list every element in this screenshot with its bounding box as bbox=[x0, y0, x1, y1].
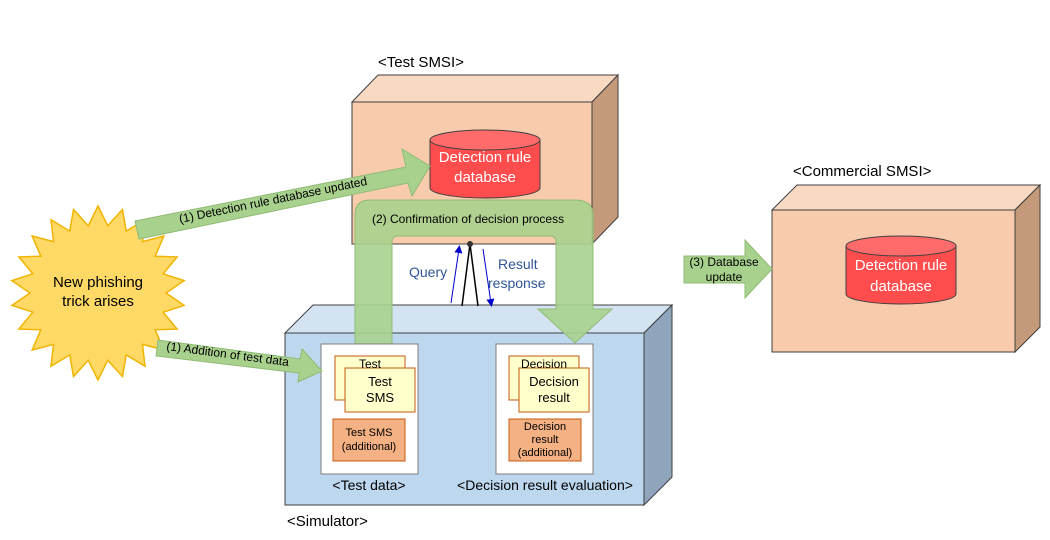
starburst-line2: trick arises bbox=[62, 293, 134, 310]
test-smsi-database-icon bbox=[429, 129, 541, 199]
result-label-line1: Result bbox=[498, 256, 538, 272]
commercial-smsi-db-line2: database bbox=[870, 278, 932, 295]
db-update-label-line2: update bbox=[706, 270, 743, 284]
test-data-label: <Test data> bbox=[332, 477, 405, 493]
db-updated-arrow bbox=[134, 147, 431, 240]
simulator-label: <Simulator> bbox=[287, 513, 368, 530]
db-update-label-line1: (3) Database bbox=[689, 255, 759, 269]
starburst-line1: New phishing bbox=[53, 274, 143, 291]
decision-additional-line1: Decision bbox=[524, 421, 566, 433]
test-card-back-label: Test bbox=[359, 357, 382, 371]
query-connector bbox=[450, 241, 495, 307]
addition-test-data-arrow bbox=[155, 339, 323, 383]
decision-eval-label: <Decision result evaluation> bbox=[457, 477, 633, 493]
commercial-smsi-box bbox=[770, 183, 1042, 354]
test-data-panel bbox=[320, 343, 419, 475]
starburst-icon bbox=[10, 204, 186, 382]
test-smsi-label: <Test SMSI> bbox=[378, 54, 464, 71]
decision-additional-line2: result bbox=[532, 434, 559, 446]
decision-result-panel bbox=[495, 343, 594, 475]
query-label: Query bbox=[409, 264, 447, 280]
decision-additional-line3: (additional) bbox=[518, 447, 572, 459]
db-update-arrow bbox=[683, 238, 773, 300]
test-smsi-db-line2: database bbox=[454, 169, 516, 186]
decision-result-line1: Decision bbox=[529, 374, 579, 389]
confirmation-label: (2) Confirmation of decision process bbox=[372, 212, 564, 226]
confirmation-arrow bbox=[354, 199, 614, 348]
commercial-smsi-label: <Commercial SMSI> bbox=[793, 163, 932, 180]
test-sms-additional-line1: Test SMS bbox=[345, 427, 392, 439]
decision-result-line2: result bbox=[538, 390, 570, 405]
test-smsi-db-line1: Detection rule bbox=[439, 149, 532, 166]
test-sms-line2: SMS bbox=[366, 390, 395, 405]
result-label-line2: response bbox=[488, 275, 546, 291]
db-updated-label: (1) Detection rule database updated bbox=[178, 174, 368, 226]
commercial-smsi-database-icon bbox=[845, 235, 957, 305]
test-sms-line1: Test bbox=[368, 374, 392, 389]
commercial-smsi-db-line1: Detection rule bbox=[855, 257, 948, 274]
decision-card-back-label: Decision bbox=[521, 357, 567, 371]
test-sms-additional-line2: (additional) bbox=[342, 441, 396, 453]
